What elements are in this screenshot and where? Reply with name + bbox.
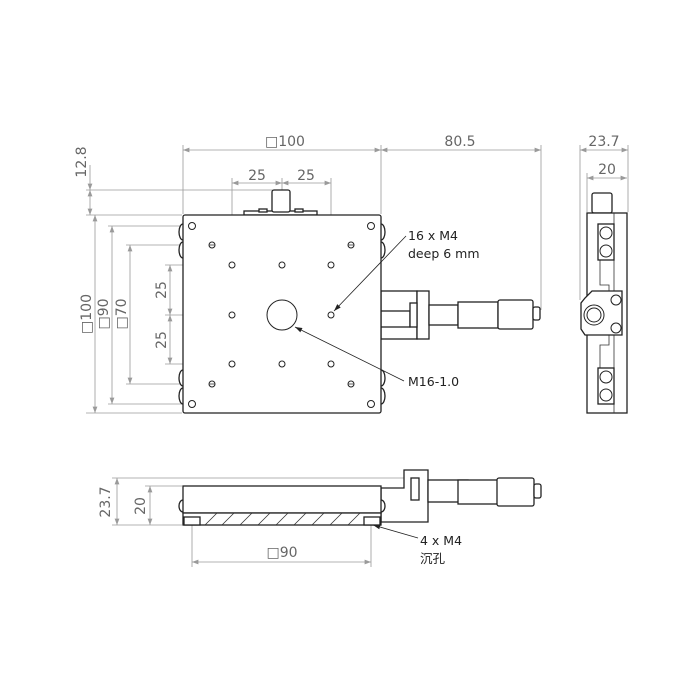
dim-vspacing-bottom: 25 — [154, 331, 170, 349]
base-section-hatch — [204, 512, 361, 526]
dim-vspacing-top: 25 — [154, 281, 170, 299]
note-center-hole: M16-1.0 — [408, 374, 459, 389]
dim-front-body-height: 20 — [133, 497, 149, 515]
top-view: □100 80.5 25 25 12.8 □100 □90 □70 25 25 — [74, 134, 542, 414]
dim-side-total-width: 23.7 — [588, 134, 619, 150]
note-mount-line2: 沉孔 — [420, 551, 446, 566]
center-threaded-hole — [266, 299, 298, 331]
mounting-holes — [188, 222, 375, 408]
dim-spacing-left: 25 — [248, 168, 266, 184]
front-micrometer — [380, 469, 542, 523]
front-view: 23.7 20 □90 4 x M4 沉孔 — [98, 469, 542, 567]
dim-top-width: □100 — [265, 134, 305, 150]
leader-mount-holes — [372, 524, 419, 539]
dim-knob-height: 12.8 — [74, 146, 90, 177]
micrometer-top — [380, 290, 541, 340]
dim-mount-spacing: □90 — [266, 545, 297, 561]
lock-knob — [243, 189, 318, 216]
leader-center-hole — [294, 326, 405, 382]
side-view: 23.7 20 — [579, 134, 629, 414]
note-mount-line1: 4 x M4 — [420, 533, 462, 548]
counterbore-holes — [183, 516, 381, 526]
dim-side-body-width: 20 — [598, 162, 616, 178]
dim-spacing-right: 25 — [297, 168, 315, 184]
leader-holes — [333, 235, 407, 312]
front-carriage — [182, 485, 382, 514]
dim-top-height: □100 — [79, 294, 95, 334]
note-holes-line1: 16 x M4 — [408, 228, 458, 243]
side-rollers — [597, 223, 615, 405]
top-view-dimension-lines — [87, 147, 541, 413]
dim-slot-holes: □70 — [114, 298, 130, 329]
side-micrometer-mount — [580, 290, 623, 336]
side-knob — [591, 192, 613, 214]
dim-micrometer-offset: 80.5 — [444, 134, 475, 150]
note-holes-line2: deep 6 mm — [408, 246, 480, 261]
edge-bearings — [178, 223, 386, 405]
dim-corner-holes: □90 — [96, 298, 112, 329]
dim-front-total-height: 23.7 — [98, 486, 114, 517]
